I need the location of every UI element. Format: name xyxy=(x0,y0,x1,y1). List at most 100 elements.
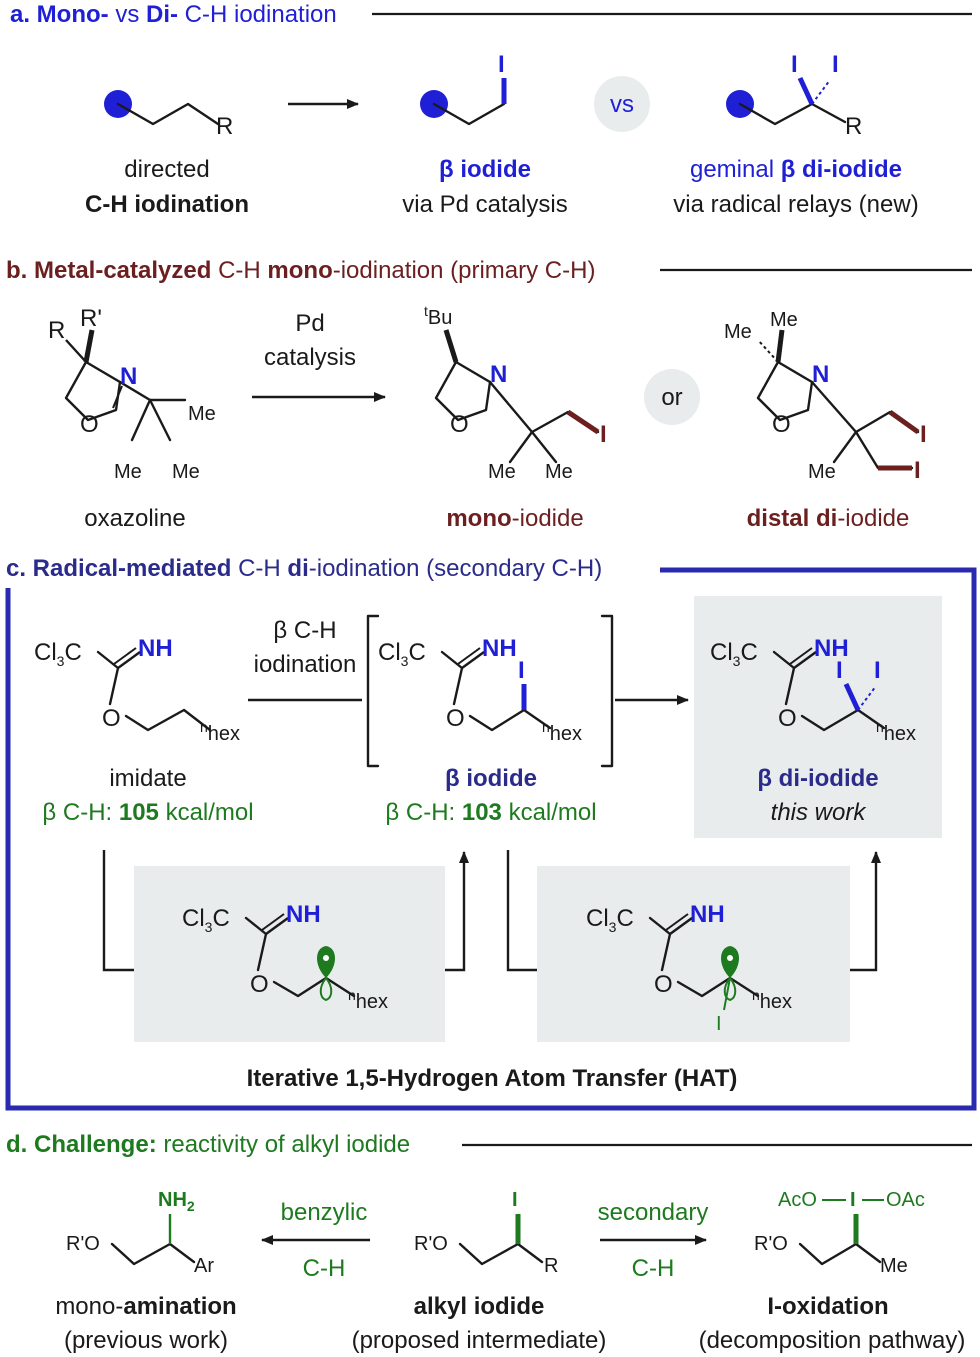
oxygen-label: O xyxy=(102,705,121,732)
section-c-heading: c. Radical-mediated C-H di-iodination (s… xyxy=(6,555,602,582)
iodine-label: I xyxy=(518,657,525,684)
vs-label: vs xyxy=(610,91,634,118)
arrow-label-benzylic: benzylic xyxy=(281,1199,368,1226)
section-d-heading: d. Challenge: reactivity of alkyl iodide xyxy=(6,1131,410,1158)
mono-iodide-oxazoline: tBu N O I Me Me xyxy=(424,303,607,483)
section-a: a. Mono- vs Di- C-H iodination R I vs I … xyxy=(10,1,972,218)
caption-amination: mono-amination xyxy=(55,1293,236,1320)
caption-oxazoline: oxazoline xyxy=(84,505,185,532)
hat-connector-2 xyxy=(506,850,537,972)
mono-iodide-structure: I xyxy=(420,51,507,126)
r-label: R xyxy=(48,317,65,344)
caption-ch-iodination: C-H iodination xyxy=(85,191,249,218)
amination-product: R'O NH2 Ar xyxy=(66,1189,214,1277)
methyl-label: Me xyxy=(724,321,752,343)
iodine-label: I xyxy=(914,457,921,484)
p-orbital-icon xyxy=(317,946,335,978)
nh-label: NH xyxy=(814,635,849,662)
beta-iodide-intermediate: Cl3C NH O I nhex xyxy=(378,635,582,745)
caption-radical-relays: via radical relays (new) xyxy=(673,191,918,218)
oxygen-label: O xyxy=(654,971,673,998)
iodane-product: AcO I OAc R'O Me xyxy=(754,1189,925,1277)
hat-connector-1 xyxy=(102,850,134,972)
r-label: R xyxy=(544,1255,558,1277)
methyl-label: Me xyxy=(488,461,516,483)
methyl-label: Me xyxy=(114,461,142,483)
methyl-label: Me xyxy=(880,1255,908,1277)
section-c-frame xyxy=(5,567,977,1111)
left-bracket xyxy=(366,614,380,768)
section-c: c. Radical-mediated C-H di-iodination (s… xyxy=(5,555,977,1111)
hat-arrow-2 xyxy=(850,851,881,972)
methyl-label: Me xyxy=(808,461,836,483)
iodine-label: I xyxy=(716,1013,722,1035)
arrow-label-ch-right: C-H xyxy=(632,1255,675,1282)
trichloromethyl-label: Cl3C xyxy=(710,639,758,669)
radical-intermediate-2: Cl3C NH O I nhex xyxy=(586,901,792,1035)
rpo-label: R'O xyxy=(66,1233,100,1255)
nhex-label: nhex xyxy=(200,719,240,745)
caption-beta-iodide: β iodide xyxy=(445,765,537,792)
imidate-structure: Cl3C NH O nhex xyxy=(34,635,240,745)
section-d: d. Challenge: reactivity of alkyl iodide… xyxy=(6,1131,972,1354)
nh-label: NH xyxy=(286,901,321,928)
trichloromethyl-label: Cl3C xyxy=(34,639,82,669)
caption-proposed-intermediate: (proposed intermediate) xyxy=(352,1327,607,1354)
oxygen-label: O xyxy=(450,411,469,438)
rpo-label: R'O xyxy=(754,1233,788,1255)
bde-beta-iodide: β C-H: 103 kcal/mol xyxy=(385,799,596,826)
caption-hat: Iterative 1,5-Hydrogen Atom Transfer (HA… xyxy=(247,1065,738,1092)
beta-diiodide-product: Cl3C NH O I I nhex xyxy=(710,635,916,745)
or-label: or xyxy=(661,384,682,411)
nitrogen-label: N xyxy=(120,363,137,390)
methyl-label: Me xyxy=(172,461,200,483)
rpo-label: R'O xyxy=(414,1233,448,1255)
nh-label: NH xyxy=(138,635,173,662)
section-b: b. Metal-catalyzed C-H mono-iodination (… xyxy=(6,257,972,532)
arrow-label-beta-ch: β C-H xyxy=(273,617,336,644)
nhex-label: nhex xyxy=(348,987,388,1013)
radical-dot xyxy=(323,955,329,961)
radical-panel-2 xyxy=(537,866,850,1042)
nh-label: NH xyxy=(690,901,725,928)
trichloromethyl-label: Cl3C xyxy=(586,905,634,935)
alkyl-iodide: R'O I R xyxy=(414,1189,558,1277)
caption-beta-diiodide: β di-iodide xyxy=(757,765,878,792)
oxygen-label: O xyxy=(80,411,99,438)
radical-panel-1 xyxy=(134,866,445,1042)
oxygen-label: O xyxy=(778,705,797,732)
nitrogen-label: N xyxy=(490,361,507,388)
tbu-label: tBu xyxy=(424,303,452,329)
iodine-label: I xyxy=(600,421,607,448)
r-prime-label: R' xyxy=(80,305,102,332)
caption-distal-diiodide: distal di-iodide xyxy=(747,505,910,532)
methyl-label: Me xyxy=(770,309,798,331)
substrate-structure: R xyxy=(104,90,233,140)
right-bracket xyxy=(600,614,614,768)
arrow-label-secondary: secondary xyxy=(598,1199,709,1226)
iodine-label: I xyxy=(791,51,798,78)
r-label: R xyxy=(216,113,233,140)
caption-decomposition-pathway: (decomposition pathway) xyxy=(699,1327,966,1354)
iodine-label: I xyxy=(512,1189,518,1211)
iodine-label: I xyxy=(850,1189,856,1211)
iodine-label: I xyxy=(920,421,927,448)
caption-previous-work: (previous work) xyxy=(64,1327,228,1354)
iodine-label: I xyxy=(832,51,839,78)
aryl-label: Ar xyxy=(194,1255,214,1277)
section-b-heading: b. Metal-catalyzed C-H mono-iodination (… xyxy=(6,257,595,284)
oxygen-label: O xyxy=(250,971,269,998)
methyl-label: Me xyxy=(188,403,216,425)
hat-arrow-1 xyxy=(445,851,469,972)
bde-imidate: β C-H: 105 kcal/mol xyxy=(42,799,253,826)
caption-directed: directed xyxy=(124,156,209,183)
oxygen-label: O xyxy=(772,411,791,438)
arrow-label-iodination: iodination xyxy=(254,651,357,678)
caption-mono-iodide: mono-iodide xyxy=(446,505,583,532)
oxygen-label: O xyxy=(446,705,465,732)
iodine-label: I xyxy=(874,657,881,684)
acetoxy-label: OAc xyxy=(886,1189,925,1211)
product-panel xyxy=(694,596,942,838)
